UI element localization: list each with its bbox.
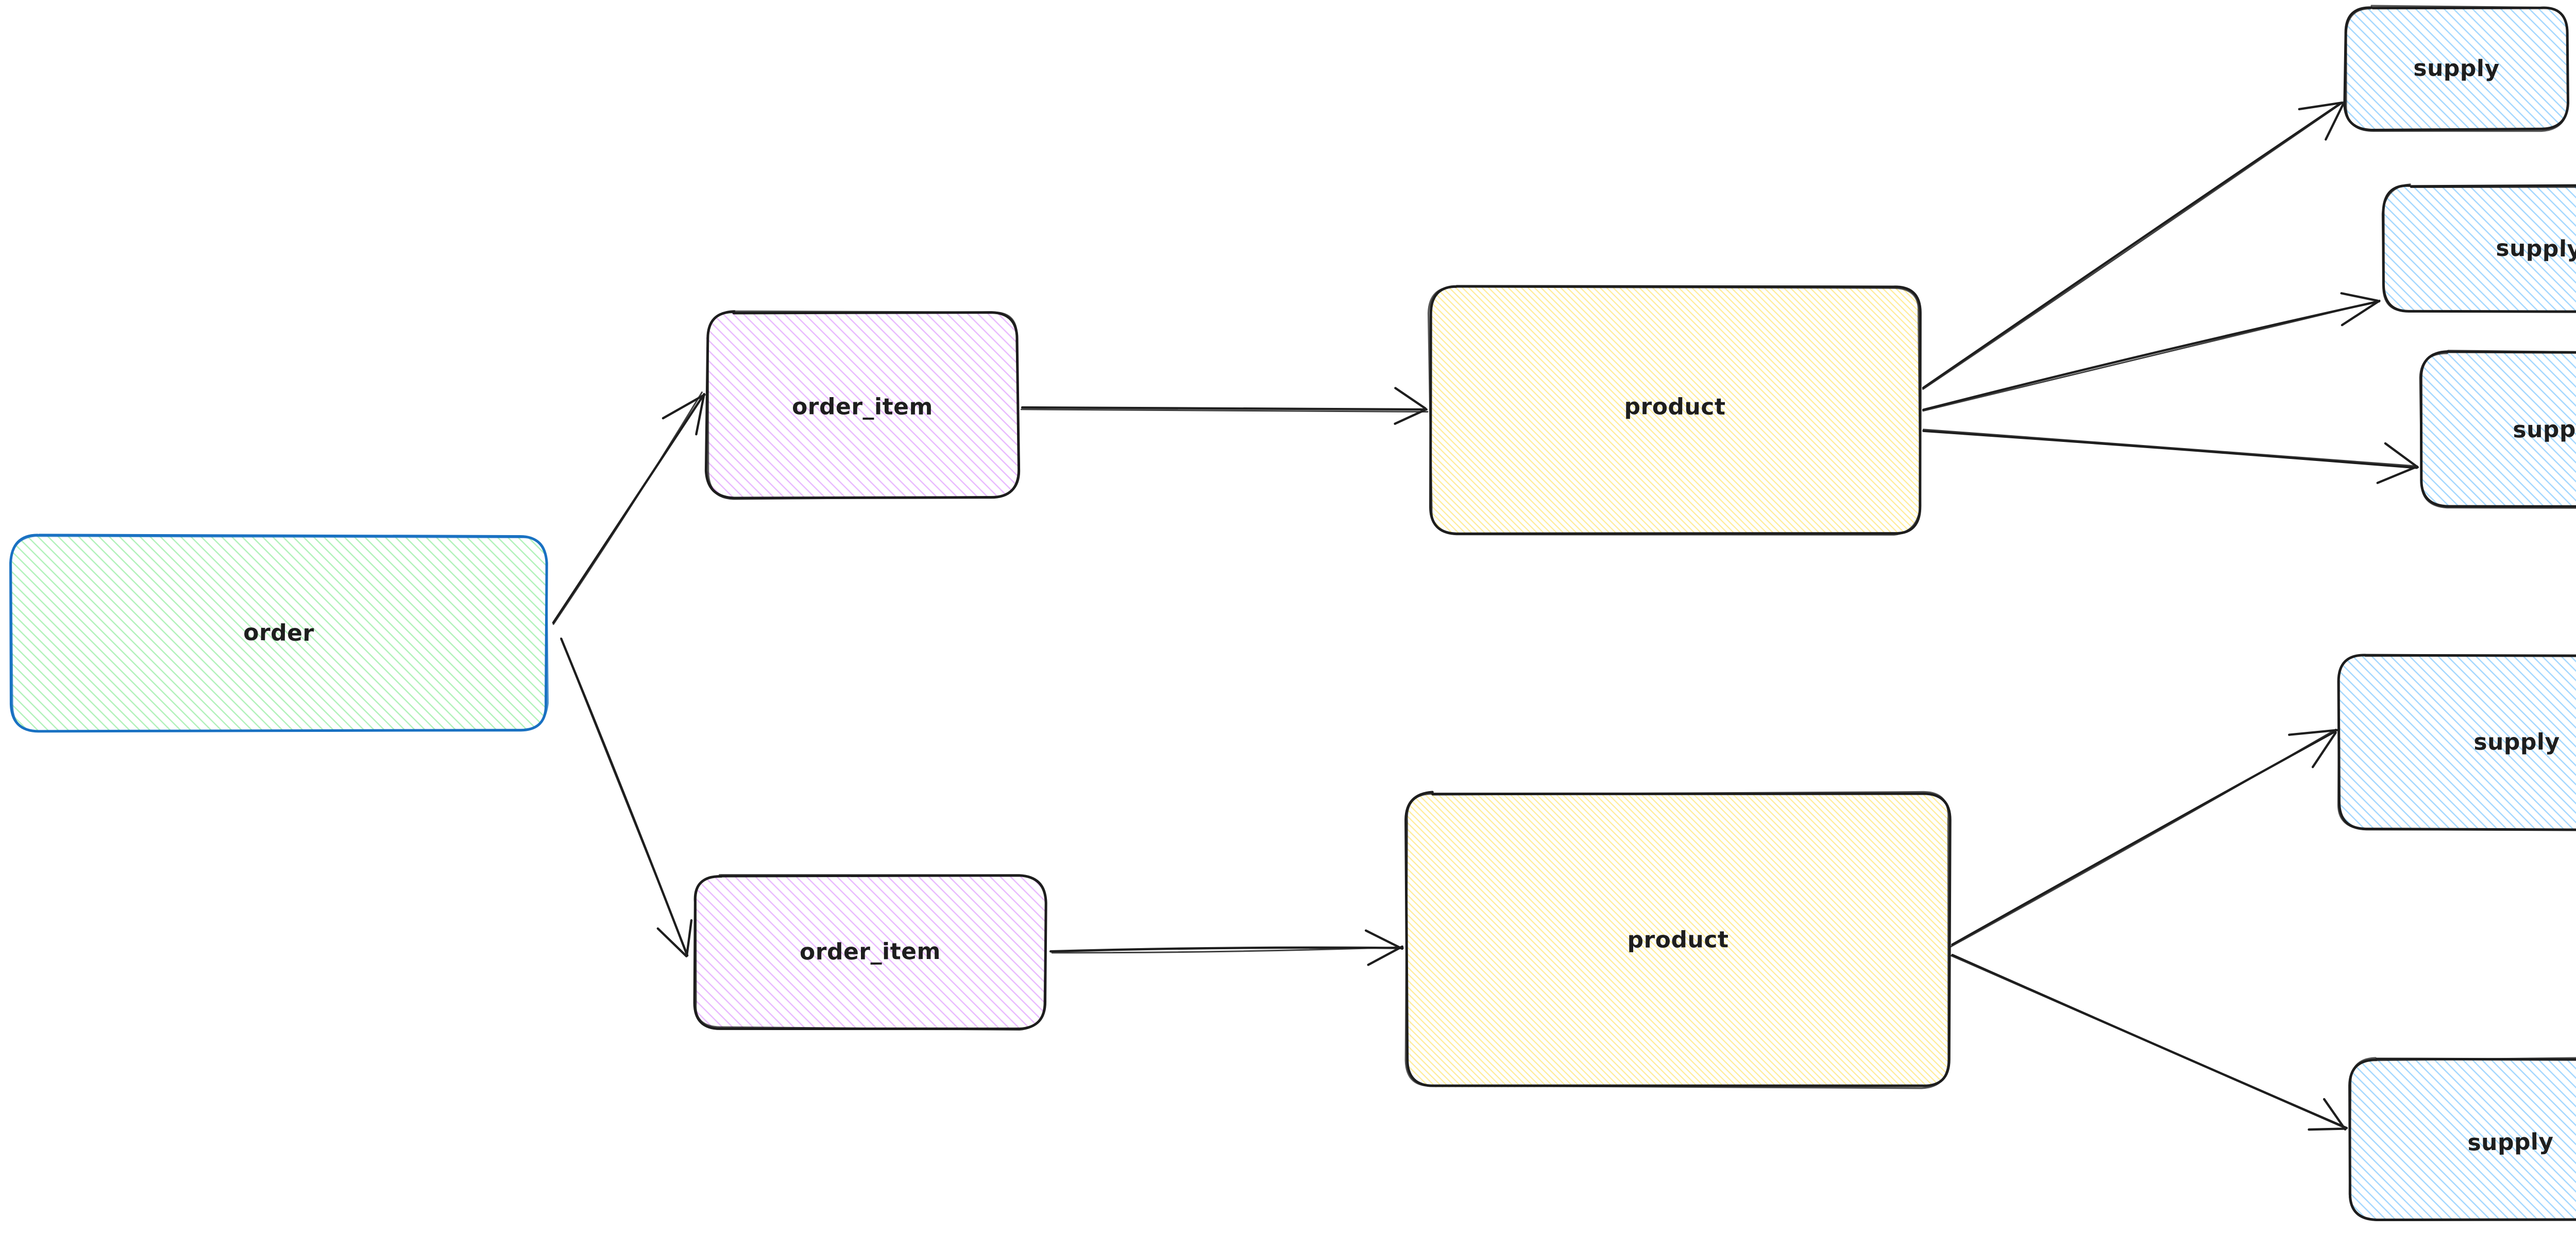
edge-line <box>1922 430 2418 469</box>
edge-line <box>1922 429 2418 467</box>
edge-product_bottom-to-supply_5[interactable] <box>1950 954 2348 1131</box>
arrowhead-stroke <box>656 927 688 957</box>
edge-line <box>1922 300 2379 412</box>
node-fill <box>1430 285 1921 534</box>
node-product_top[interactable] <box>1427 285 1922 536</box>
node-supply_5[interactable] <box>2348 1057 2576 1221</box>
node-order_item_top[interactable] <box>704 310 1021 500</box>
arrowhead-stroke <box>2384 442 2419 469</box>
edge-line <box>1049 946 1404 953</box>
arrowhead-stroke <box>1364 929 1403 950</box>
arrowhead-stroke <box>2288 729 2338 736</box>
arrowhead-stroke <box>2308 1127 2347 1131</box>
node-supply_4[interactable] <box>2337 654 2576 831</box>
edge-line <box>1950 954 2347 1129</box>
arrowhead-stroke <box>1394 387 1427 410</box>
edge-product_top-to-supply_3[interactable] <box>1922 429 2419 484</box>
edge-order-to-order_item_top[interactable] <box>552 391 706 625</box>
edge-line <box>1020 408 1429 413</box>
node-supply_2[interactable] <box>2381 183 2576 313</box>
edge-line <box>1922 101 2344 390</box>
node-fill <box>706 312 1019 499</box>
node-outline <box>2348 1057 2576 1221</box>
arrowhead-stroke <box>2298 101 2344 111</box>
node-outline <box>1404 791 1950 1089</box>
arrowhead-stroke <box>2341 299 2381 327</box>
arrowhead-stroke <box>662 393 706 420</box>
arrowhead-stroke <box>686 919 693 956</box>
edge-line <box>1021 406 1428 411</box>
edge-line <box>560 637 689 956</box>
node-outline <box>1427 286 1922 536</box>
arrowhead-stroke <box>2323 1098 2347 1131</box>
edge-product_top-to-supply_1[interactable] <box>1922 101 2345 390</box>
node-supply_3[interactable] <box>2419 350 2576 509</box>
edge-line <box>1051 946 1402 954</box>
edge-order_item_bottom-to-product_bottom[interactable] <box>1049 929 1404 966</box>
node-outline <box>2337 654 2576 831</box>
arrowhead-stroke <box>2325 103 2345 141</box>
arrowhead-stroke <box>2311 731 2337 768</box>
arrowhead-stroke <box>695 392 705 436</box>
arrowhead-stroke <box>2340 292 2379 302</box>
arrowhead-stroke <box>1367 945 1403 966</box>
node-fill <box>694 875 1047 1028</box>
edge-line <box>1922 101 2343 389</box>
node-outline <box>2381 183 2576 312</box>
node-fill <box>1406 793 1950 1088</box>
node-fill <box>11 535 546 731</box>
node-outline <box>707 310 1021 500</box>
node-outline <box>694 874 1047 1031</box>
node-fill <box>2345 7 2569 130</box>
node-supply_1[interactable] <box>2343 5 2569 132</box>
node-outline <box>1429 285 1922 535</box>
edge-order-to-order_item_bottom[interactable] <box>560 637 693 957</box>
node-fill <box>2338 655 2576 830</box>
node-order[interactable] <box>9 534 549 733</box>
node-outline <box>2419 350 2576 509</box>
node-outline <box>2345 5 2569 132</box>
node-layer <box>9 5 2576 1221</box>
node-fill <box>2420 352 2576 507</box>
edge-order_item_top-to-product_top[interactable] <box>1020 387 1429 425</box>
edge-product_top-to-supply_2[interactable] <box>1922 292 2381 412</box>
node-outline <box>10 535 549 732</box>
node-order_item_bottom[interactable] <box>693 874 1047 1031</box>
edge-line <box>1950 728 2337 948</box>
edge-line <box>1922 300 2381 411</box>
node-fill <box>2349 1058 2576 1220</box>
edge-line <box>552 391 703 625</box>
arrowhead-stroke <box>1394 408 1426 425</box>
edge-layer <box>552 101 2419 1131</box>
arrowhead-stroke <box>2376 466 2417 484</box>
node-fill <box>2383 185 2576 313</box>
edge-product_bottom-to-supply_4[interactable] <box>1950 728 2338 948</box>
node-product_bottom[interactable] <box>1404 791 1952 1089</box>
